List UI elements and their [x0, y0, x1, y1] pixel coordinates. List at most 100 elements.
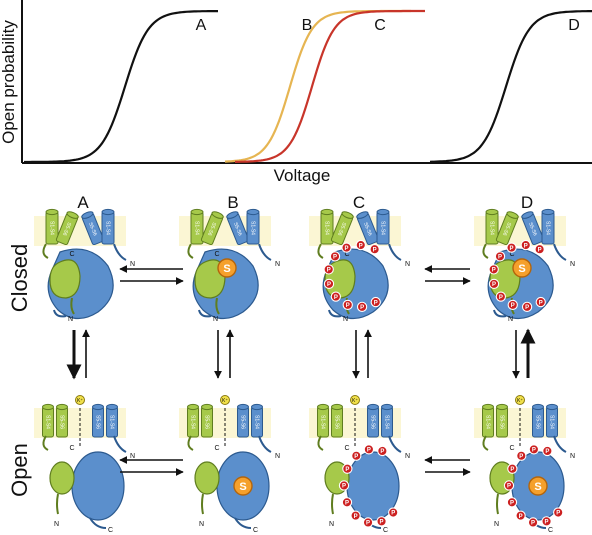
- row-label-open: Open: [7, 443, 32, 497]
- column-label-c: C: [353, 193, 365, 212]
- svg-text:P: P: [327, 282, 331, 288]
- svg-text:S5-S6: S5-S6: [95, 415, 101, 429]
- svg-text:S1-S4: S1-S4: [194, 221, 200, 235]
- phosphate-icon: [494, 251, 506, 262]
- svg-text:S: S: [518, 263, 525, 275]
- phosphate-icon: [553, 507, 564, 518]
- phosphate-icon: [495, 291, 507, 302]
- phosphate-icon: [506, 242, 517, 253]
- svg-text:K⁺: K⁺: [517, 398, 523, 404]
- phosphate-icon: [534, 244, 545, 255]
- svg-text:S1-S4: S1-S4: [324, 221, 330, 235]
- svg-text:S5-S6: S5-S6: [527, 222, 538, 237]
- svg-text:S: S: [239, 481, 246, 493]
- phosphate-icon: [503, 480, 515, 491]
- svg-text:P: P: [354, 454, 358, 460]
- n-terminus-label: N: [213, 316, 218, 323]
- svg-text:P: P: [342, 484, 346, 490]
- svg-text:P: P: [327, 268, 331, 274]
- svg-text:K⁺: K⁺: [222, 398, 228, 404]
- phosphate-icon: [370, 296, 381, 308]
- svg-text:P: P: [366, 521, 370, 527]
- ligand-icon: [217, 258, 237, 278]
- phosphate-icon: [323, 278, 335, 290]
- svg-text:P: P: [360, 305, 364, 311]
- n-terminus-label: N: [343, 316, 348, 323]
- phosphate-icon: [507, 299, 518, 311]
- phosphate-icon: [515, 510, 526, 521]
- svg-text:S1-S4: S1-S4: [384, 415, 390, 429]
- n-terminus-label: N: [570, 453, 575, 460]
- phosphate-icon: [330, 291, 342, 302]
- svg-text:S1-S4: S1-S4: [49, 221, 55, 235]
- ligand-icon: [512, 258, 532, 278]
- c-terminus-label: C: [69, 251, 74, 258]
- phosphate-icon: [356, 301, 368, 312]
- n-terminus-label: N: [405, 453, 410, 460]
- svg-text:P: P: [510, 246, 514, 252]
- svg-text:S5-S6: S5-S6: [362, 222, 373, 237]
- c-terminus-label: C: [344, 445, 349, 452]
- svg-text:S1-S4: S1-S4: [190, 415, 196, 429]
- row-label-closed: Closed: [7, 244, 32, 312]
- svg-text:P: P: [334, 295, 338, 301]
- n-terminus-label: N: [494, 521, 499, 528]
- phosphate-icon: [520, 239, 531, 251]
- svg-text:S5-S6: S5-S6: [59, 415, 65, 429]
- phosphate-icon: [506, 497, 518, 508]
- phosphate-icon: [388, 507, 399, 518]
- svg-text:P: P: [359, 243, 363, 249]
- n-terminus-label: N: [54, 521, 59, 528]
- phosphate-icon: [341, 242, 352, 253]
- c-terminus-label: C: [214, 445, 219, 452]
- svg-text:S5-S6: S5-S6: [334, 415, 340, 429]
- svg-text:S1-S4: S1-S4: [105, 221, 111, 235]
- phosphate-icon: [338, 480, 350, 491]
- c-terminus-label: C: [69, 445, 74, 452]
- svg-text:S1-S4: S1-S4: [109, 415, 115, 429]
- svg-text:P: P: [531, 521, 535, 527]
- curve-a: [24, 10, 218, 164]
- n-terminus-label: N: [275, 453, 280, 460]
- svg-text:P: P: [539, 300, 543, 306]
- phosphate-icon: [342, 299, 353, 311]
- phosphate-icon: [377, 445, 388, 457]
- svg-text:P: P: [510, 501, 514, 507]
- phosphate-icon: [521, 301, 533, 312]
- svg-text:S5-S6: S5-S6: [232, 222, 243, 237]
- svg-text:P: P: [545, 520, 549, 526]
- phosphate-icon: [535, 296, 546, 308]
- svg-text:S1-S4: S1-S4: [485, 415, 491, 429]
- phosphate-icon: [488, 264, 499, 275]
- gating-domain: [194, 461, 220, 495]
- curve-d: [429, 10, 592, 163]
- svg-text:K⁺: K⁺: [352, 398, 358, 404]
- svg-text:P: P: [556, 511, 560, 517]
- phosphate-icon: [376, 516, 387, 527]
- ion-icon: [350, 395, 360, 405]
- c-terminus-label: C: [383, 527, 388, 534]
- svg-text:S1-S4: S1-S4: [545, 221, 551, 235]
- svg-text:P: P: [492, 282, 496, 288]
- svg-text:P: P: [498, 255, 502, 261]
- column-label-b: B: [227, 193, 238, 212]
- c-terminus-label: C: [214, 251, 219, 258]
- n-terminus-label: N: [130, 453, 135, 460]
- svg-text:S5-S6: S5-S6: [240, 415, 246, 429]
- svg-text:S1-S4: S1-S4: [380, 221, 386, 235]
- svg-text:S5-S6: S5-S6: [206, 221, 217, 236]
- svg-text:S5-S6: S5-S6: [204, 415, 210, 429]
- svg-text:P: P: [510, 467, 514, 473]
- svg-text:P: P: [367, 448, 371, 454]
- phosphate-icon: [542, 445, 553, 457]
- n-terminus-label: N: [275, 261, 280, 268]
- svg-text:S1-S4: S1-S4: [250, 221, 256, 235]
- svg-text:K⁺: K⁺: [77, 398, 83, 404]
- transition-arrows: [66, 265, 536, 476]
